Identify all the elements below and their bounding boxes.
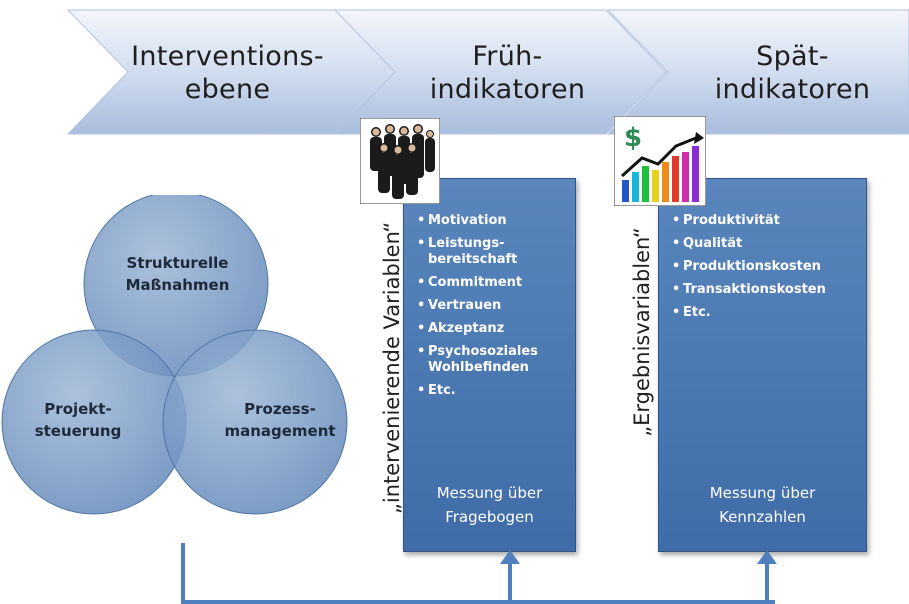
chevron-spaetindikatoren [606, 9, 909, 135]
venn-diagram [1, 195, 348, 515]
late-indicators-panel: Produktivität Qualität Produktionskosten… [658, 178, 867, 552]
list-item: Psychosoziales Wohlbefinden [416, 344, 538, 376]
list-item: Commitment [416, 275, 538, 291]
list-item: Vertrauen [416, 298, 538, 314]
early-indicators-panel: Motivation Leistungs- bereitschaft Commi… [403, 178, 576, 552]
group-of-people-image [360, 118, 440, 204]
list-item: Etc. [416, 383, 538, 399]
list-item: Leistungs- bereitschaft [416, 236, 538, 268]
early-indicators-list: Motivation Leistungs- bereitschaft Commi… [416, 213, 538, 406]
chevron-fruehindikatoren [333, 9, 667, 135]
list-item: Produktionskosten [671, 259, 826, 275]
late-panel-footer: Messung über Kennzahlen [709, 484, 816, 526]
chevron-label-spaetindikatoren: Spät- indikatoren [714, 41, 871, 105]
arrowhead-late [757, 550, 777, 564]
list-item: Motivation [416, 213, 538, 229]
arrowhead-early [500, 550, 520, 564]
venn-label-right: Prozess- management [224, 400, 336, 440]
svg-text:$: $ [624, 123, 642, 153]
early-panel-footer: Messung über Fragebogen [436, 484, 543, 526]
venn-label-left: Projekt- steuerung [34, 400, 122, 440]
dollar-growth-chart-icon: $ [614, 116, 706, 206]
chevron-label-interventionsebene: Interventions- ebene [131, 41, 324, 105]
list-item: Qualität [671, 236, 826, 252]
venn-label-top: Strukturelle Maßnahmen [125, 254, 230, 294]
list-item: Produktivität [671, 213, 826, 229]
late-indicators-list: Produktivität Qualität Produktionskosten… [671, 213, 826, 328]
connector-lines [181, 543, 777, 604]
list-item: Etc. [671, 305, 826, 321]
list-item: Akzeptanz [416, 321, 538, 337]
chevron-row [66, 9, 909, 135]
list-item: Transaktionskosten [671, 282, 826, 298]
chevron-label-fruehindikatoren: Früh- indikatoren [429, 41, 586, 105]
venn-circle-right [162, 329, 348, 515]
late-side-label: „Ergebnisvariablen“ [630, 227, 654, 437]
